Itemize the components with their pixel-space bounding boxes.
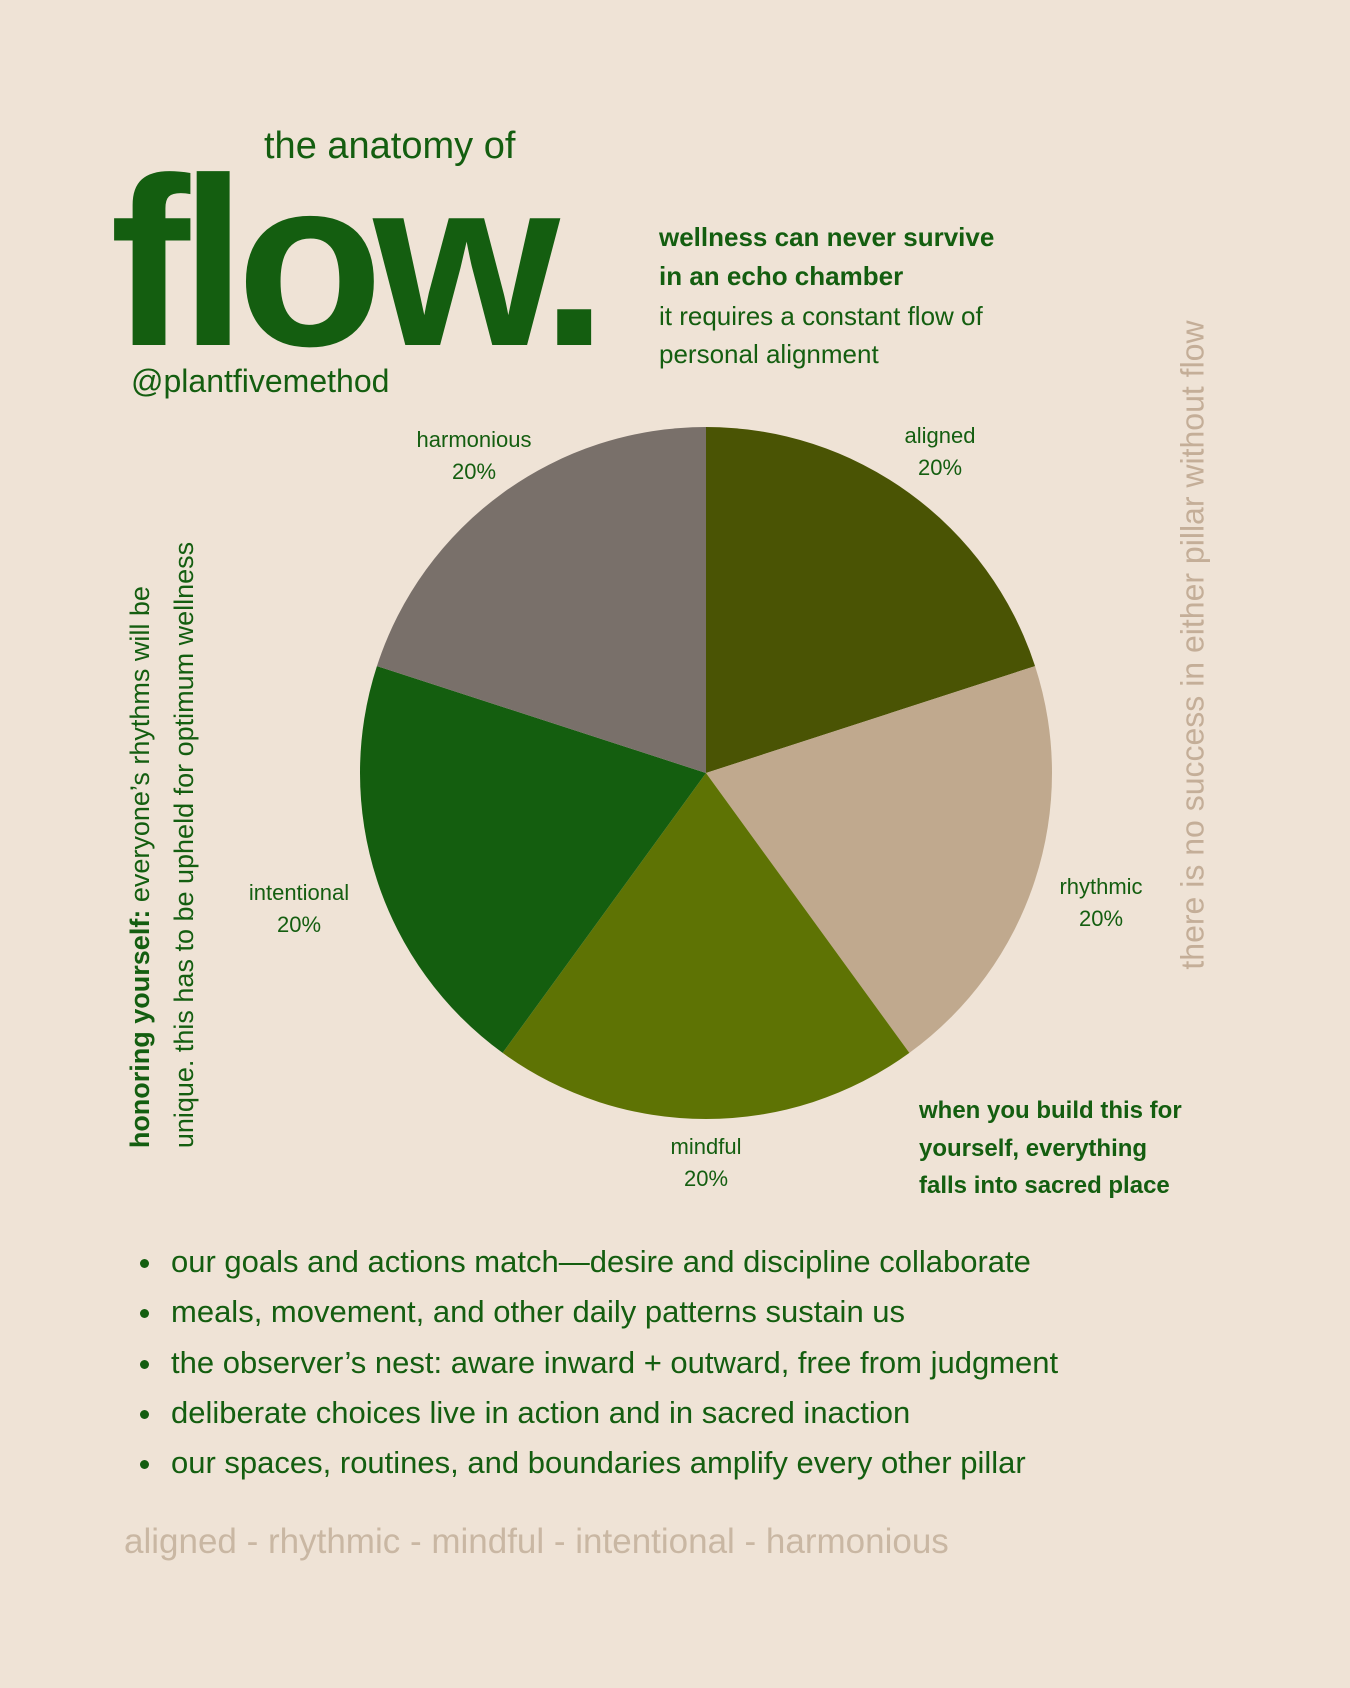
intro-line-2: personal alignment [659,339,879,369]
bullet-dot-icon [140,1360,149,1370]
label-mindful-value: 20% [683,1166,729,1191]
bullet-dot-icon [140,1259,149,1269]
intro-line-1: it requires a constant flow of [659,301,983,331]
label-aligned-name: aligned [904,423,976,448]
bullet-dot-icon [140,1410,149,1420]
label-intentional-name: intentional [248,880,350,905]
pie-slice-rhythmic [706,666,1052,1053]
bullet-dot-icon [140,1460,149,1470]
label-rhythmic-value: 20% [1078,906,1124,931]
bullet-item: our goals and actions match—desire and d… [140,1244,1031,1280]
intro-bold-1: wellness can never survive [659,222,995,252]
label-intentional: intentional 20% [249,877,349,941]
label-intentional-value: 20% [276,912,322,937]
label-mindful-name: mindful [670,1134,742,1159]
label-harmonious-value: 20% [451,459,497,484]
bullet-item: deliberate choices live in action and in… [140,1395,910,1431]
label-aligned-value: 20% [917,455,963,480]
bullet-text: meals, movement, and other daily pattern… [171,1294,906,1329]
pie-slice-intentional [360,666,706,1053]
subtitle: the anatomy of [264,125,516,167]
pie-slice-harmonious [376,427,706,773]
handle: @plantfivemethod [131,363,390,399]
bullet-text: our goals and actions match—desire and d… [171,1244,1031,1279]
bullet-text: deliberate choices live in action and in… [171,1395,911,1430]
bullet-dot-icon [140,1309,149,1319]
label-mindful: mindful 20% [671,1131,742,1195]
bullet-text: our spaces, routines, and boundaries amp… [171,1445,1026,1480]
callout-1: when you build this for [919,1097,1182,1124]
label-harmonious-name: harmonious [416,427,532,452]
bullet-item: meals, movement, and other daily pattern… [140,1294,905,1330]
label-aligned: aligned 20% [905,420,976,484]
footer-text: aligned - rhythmic - mindful - intention… [124,1522,949,1561]
bullet-item: our spaces, routines, and boundaries amp… [140,1445,1026,1481]
bullet-item: the observer’s nest: aware inward + outw… [140,1345,1058,1381]
pie-slice-aligned [706,427,1036,773]
bullet-text: the observer’s nest: aware inward + outw… [171,1345,1059,1380]
callout-3: falls into sacred place [919,1172,1170,1199]
pie-slice-mindful [502,773,910,1119]
label-rhythmic: rhythmic 20% [1059,871,1142,935]
label-rhythmic-name: rhythmic [1059,874,1143,899]
label-harmonious: harmonious 20% [417,424,532,488]
title: flow. [110,128,608,396]
callout-2: yourself, everything [919,1135,1148,1162]
intro-bold-2: in an echo chamber [659,261,904,291]
